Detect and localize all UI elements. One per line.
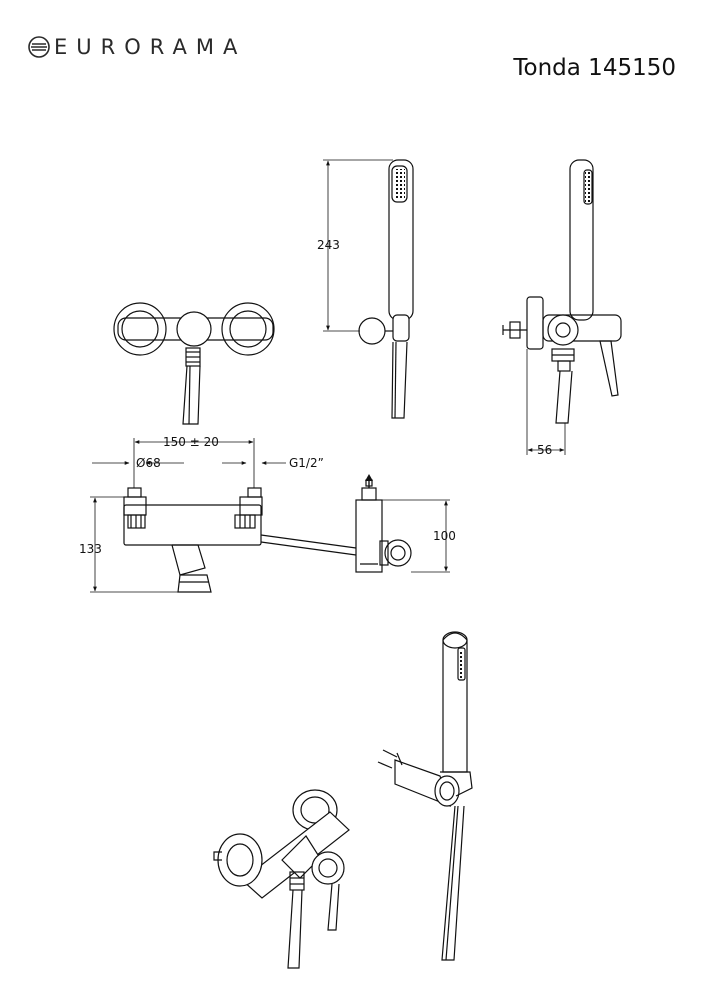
height-243-label: 243 bbox=[317, 238, 340, 252]
diameter-label: Ø68 bbox=[136, 456, 161, 470]
product-title: Tonda 145150 bbox=[513, 55, 676, 81]
dimension-243 bbox=[323, 159, 393, 332]
brand-name: EURORAMA bbox=[54, 35, 247, 59]
spacing-label: 150 ± 20 bbox=[163, 435, 219, 449]
eurorama-logo-icon bbox=[28, 36, 50, 58]
brand-logo: EURORAMA bbox=[28, 34, 246, 60]
dimension-100 bbox=[382, 499, 450, 573]
iso-handshower bbox=[377, 631, 473, 961]
dimension-133 bbox=[90, 496, 178, 593]
side-view bbox=[502, 159, 622, 424]
height-100-label: 100 bbox=[433, 529, 456, 543]
dimension-56 bbox=[526, 349, 566, 455]
dimension-150 bbox=[133, 438, 255, 488]
iso-mixer bbox=[213, 789, 350, 969]
offset-56-label: 56 bbox=[537, 443, 552, 457]
arrow-icon bbox=[365, 474, 373, 488]
height-133-label: 133 bbox=[79, 542, 102, 556]
front-view bbox=[113, 302, 275, 425]
connection-label: G1/2” bbox=[289, 456, 324, 470]
top-view bbox=[123, 479, 412, 593]
handshower-view bbox=[358, 159, 414, 419]
